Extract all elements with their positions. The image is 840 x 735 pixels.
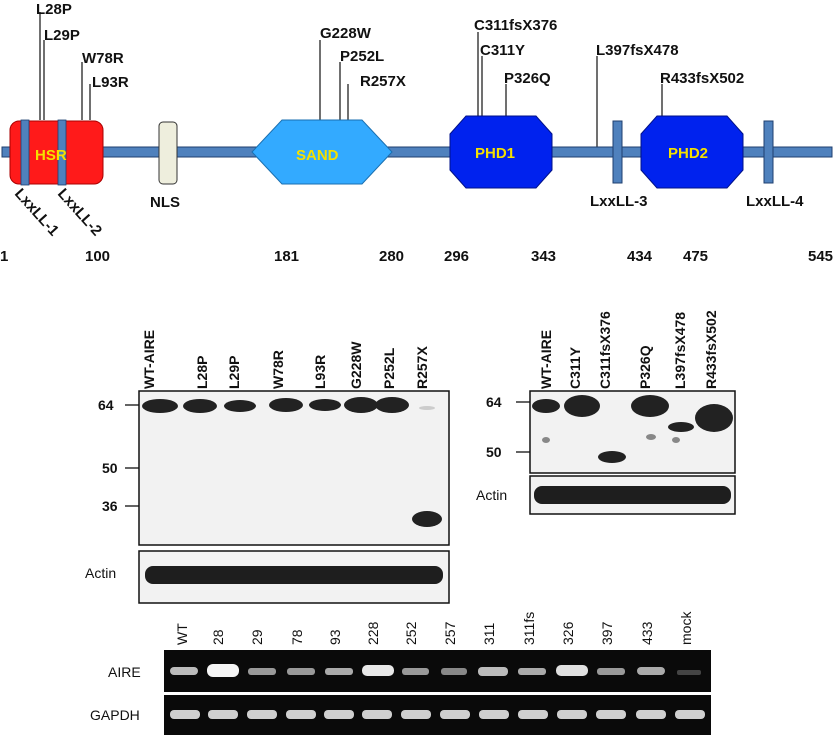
- phd2-label: PHD2: [668, 145, 708, 162]
- faint-bands: [542, 434, 680, 443]
- lane-label: L397fsX478: [672, 312, 688, 389]
- mutation-label: L93R: [92, 74, 129, 91]
- aire-gel-panel: [164, 650, 711, 692]
- actin-band: [145, 566, 443, 584]
- mutation-label: L397fsX478: [596, 42, 679, 59]
- protein-domain-diagram: L28P L29P W78R L93R G228W P252L R257X C3…: [0, 1, 833, 265]
- lane-label: G228W: [348, 341, 364, 389]
- mw-marker: 64: [486, 394, 502, 410]
- nls-label: NLS: [150, 194, 180, 211]
- lxxll-1-motif: [20, 119, 30, 186]
- mw-marker: 64: [98, 397, 114, 413]
- mw-marker: 36: [102, 498, 118, 514]
- actin-label: Actin: [85, 565, 116, 581]
- lane-label: C311fsX376: [597, 311, 613, 389]
- position-label: 434: [627, 248, 653, 265]
- gapdh-gel-panel: [164, 695, 711, 735]
- mutation-label: R257X: [360, 73, 406, 90]
- mutation-label: W78R: [82, 50, 124, 67]
- phd1-domain: [449, 115, 553, 189]
- mutation-label: P326Q: [504, 70, 551, 87]
- lane-label: WT-AIRE: [538, 330, 554, 389]
- lane-label: C311Y: [567, 346, 583, 389]
- aire-row-label: AIRE: [108, 664, 141, 680]
- lane-label: W78R: [270, 350, 286, 389]
- lxxll-4-label: LxxLL-4: [746, 193, 804, 210]
- gel-lane-label: 311fs: [521, 612, 537, 645]
- phd1-label: PHD1: [475, 145, 515, 162]
- lxxll-3-label: LxxLL-3: [590, 193, 648, 210]
- gel-lane-label: 257: [442, 621, 458, 645]
- position-label: 296: [444, 248, 469, 265]
- hsr-label: HSR: [35, 147, 67, 164]
- lane-labels: WT-AIRE L28P L29P W78R L93R G228W P252L …: [141, 330, 430, 389]
- lane-label: L93R: [312, 355, 328, 389]
- gel-lane-label: 228: [365, 621, 381, 645]
- mutation-label: P252L: [340, 48, 384, 65]
- sand-domain: [251, 119, 393, 185]
- gapdh-gel-bands: [170, 710, 705, 719]
- lxxll-3-motif: [612, 120, 623, 184]
- lane-label: L28P: [194, 356, 210, 389]
- marker-ticks: [125, 404, 139, 507]
- gel-lane-label: 311: [481, 622, 497, 645]
- aire-gel-bands: [170, 664, 701, 677]
- mw-marker: 50: [102, 460, 118, 476]
- lane-label: WT-AIRE: [141, 330, 157, 389]
- blot-panel: [138, 390, 450, 546]
- mutation-label: C311Y: [480, 42, 525, 59]
- lxxll-2-motif: [57, 119, 67, 186]
- gel-lane-label: 397: [599, 621, 615, 645]
- mutation-label: C311fsX376: [474, 17, 557, 34]
- actin-label: Actin: [476, 487, 507, 503]
- lxxll-2-label: LxxLL-2: [54, 185, 105, 239]
- protein-backbone: [1, 146, 833, 158]
- lane-label: P252L: [381, 347, 397, 389]
- position-label: 545: [808, 248, 833, 265]
- faint-band: [419, 406, 435, 410]
- gel-lane-label: 28: [210, 629, 226, 645]
- hsr-domain: [9, 120, 104, 185]
- position-label: 1: [0, 248, 8, 265]
- marker-ticks: [516, 401, 530, 453]
- gel-lane-label: WT: [174, 623, 190, 645]
- gel-lane-label: 326: [560, 621, 576, 645]
- mutation-label: L29P: [44, 27, 80, 44]
- position-label: 100: [85, 248, 110, 265]
- lane-labels: WT-AIRE C311Y C311fsX376 P326Q L397fsX47…: [538, 310, 719, 389]
- aire-bands: [142, 397, 442, 527]
- western-blot-right: WT-AIRE C311Y C311fsX376 P326Q L397fsX47…: [476, 310, 736, 515]
- mutation-pointers: [39, 12, 663, 148]
- lxxll-4-motif: [763, 120, 774, 184]
- position-label: 181: [274, 248, 299, 265]
- lxxll-1-label: LxxLL-1: [11, 185, 62, 239]
- mw-marker: 50: [486, 444, 502, 460]
- lane-label: R433fsX502: [703, 310, 719, 389]
- rt-pcr-gel: WT 28 29 78 93 228 252 257 311 311fs 326…: [90, 611, 711, 735]
- aire-bands: [532, 395, 733, 463]
- actin-band: [534, 486, 731, 504]
- position-label: 343: [531, 248, 556, 265]
- lane-label: P326Q: [637, 345, 653, 389]
- gel-lane-labels: WT 28 29 78 93 228 252 257 311 311fs 326…: [174, 611, 694, 645]
- gel-lane-label: 93: [327, 629, 343, 645]
- mutation-label: R433fsX502: [660, 70, 744, 87]
- gel-lane-label: 433: [639, 621, 655, 645]
- gapdh-row-label: GAPDH: [90, 707, 140, 723]
- lane-label: R257X: [414, 346, 430, 389]
- phd2-domain: [640, 115, 744, 189]
- gel-lane-label: mock: [678, 611, 694, 645]
- gel-lane-label: 78: [289, 629, 305, 645]
- mutation-label: L28P: [36, 1, 72, 18]
- gel-lane-label: 29: [249, 629, 265, 645]
- sand-label: SAND: [296, 147, 339, 164]
- position-label: 475: [683, 248, 708, 265]
- western-blot-left: WT-AIRE L28P L29P W78R L93R G228W P252L …: [85, 330, 450, 604]
- position-label: 280: [379, 248, 404, 265]
- lane-label: L29P: [226, 356, 242, 389]
- gel-lane-label: 252: [403, 621, 419, 645]
- nls-domain: [158, 121, 178, 185]
- mutation-label: G228W: [320, 25, 372, 42]
